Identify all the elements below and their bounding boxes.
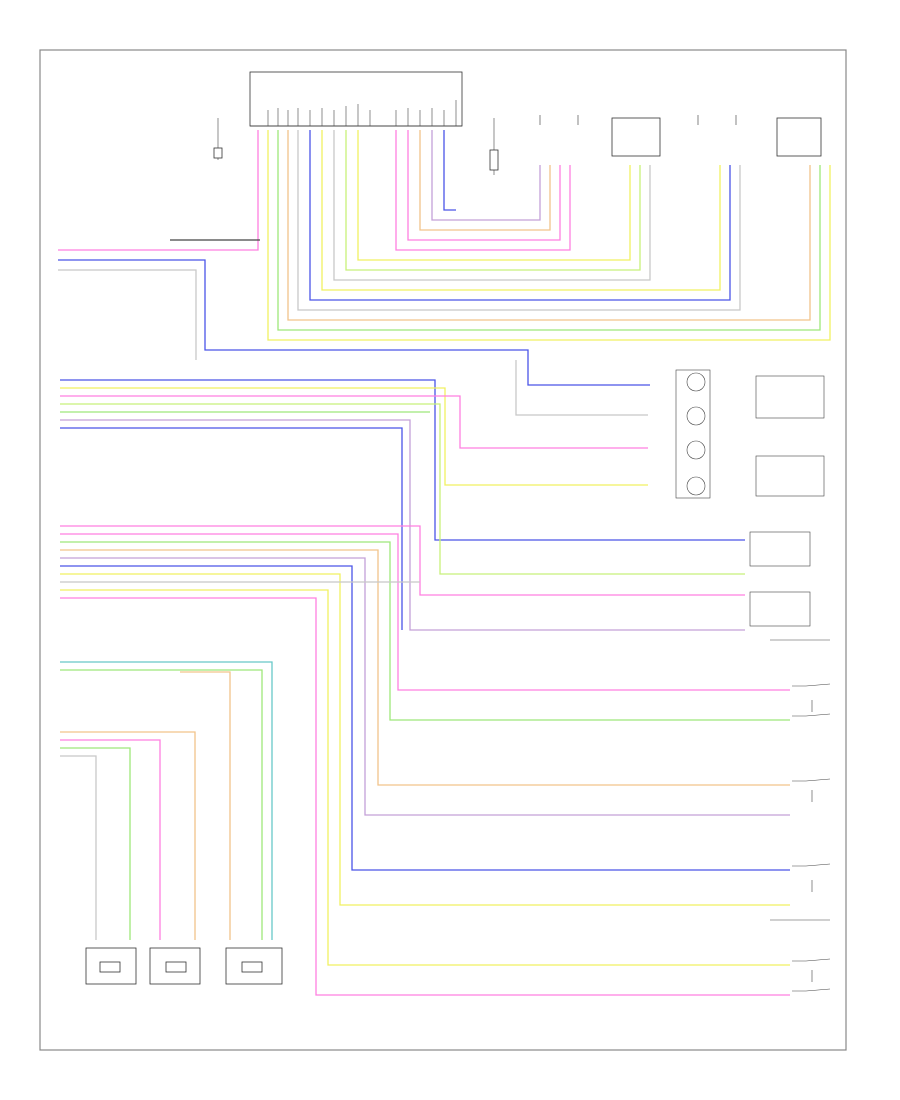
top-wires [267, 130, 831, 341]
right-speaker-group [675, 369, 825, 627]
top-module [249, 71, 463, 127]
bundle-3-wires [60, 661, 273, 940]
top-right-components [539, 115, 822, 157]
bundle-1-wires [60, 360, 745, 631]
right-side-switches [770, 639, 831, 992]
top-left-wires [58, 130, 650, 386]
bundle-2-wires [60, 525, 790, 996]
diagram-frame [39, 49, 847, 1051]
top-mid-connector [489, 118, 499, 175]
top-left-connector [213, 118, 223, 160]
bottom-left-modules [85, 947, 283, 985]
